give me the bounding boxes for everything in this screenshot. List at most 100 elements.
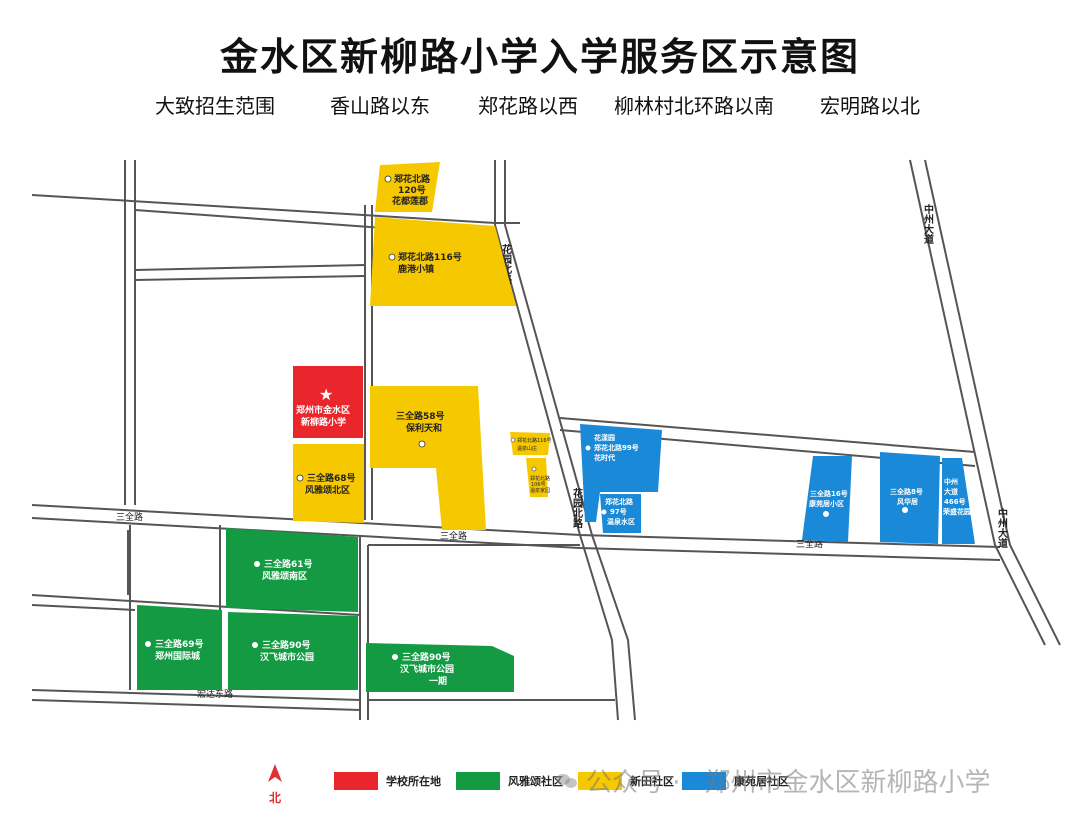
plot-huadu-lianjun <box>375 162 440 212</box>
plot-label: 汉飞城市公园 <box>400 663 454 675</box>
plot-label: 保利天和 <box>405 422 442 434</box>
plot-label: 温泉水区 <box>607 517 635 526</box>
legend-label-fengyasong: 风雅颂社区 <box>508 775 563 788</box>
plot-zhengzhou-guojicheng <box>137 605 222 690</box>
school-plot: ★ 郑州市金水区 新柳路小学 <box>293 366 363 438</box>
road-label-hongda: 宏达东路 <box>197 688 233 700</box>
plot-hua-shidai <box>580 424 662 522</box>
plot-label: 三全路58号 <box>396 410 445 422</box>
plot-label: 三全路90号 <box>262 639 311 651</box>
plot-marker <box>531 466 537 472</box>
watermark-name: 郑州市金水区新柳路小学 <box>704 768 991 798</box>
map-title: 金水区新柳路小学入学服务区示意图 <box>219 34 860 79</box>
school-name-line2: 新柳路小学 <box>301 416 346 428</box>
plot-label: 三全路8号 <box>890 487 923 496</box>
plot-label: 花都莲郡 <box>392 195 428 207</box>
plot-label: 三全路68号 <box>307 472 356 484</box>
north-arrow: 北 <box>264 764 286 806</box>
plot-marker <box>823 511 829 517</box>
road-network <box>31 159 1061 721</box>
plot-marker <box>296 474 304 482</box>
plot-marker <box>388 253 396 261</box>
plot-marker <box>254 561 260 567</box>
north-arrow-icon <box>268 764 282 782</box>
plot-label: 温泉山庄 <box>517 445 537 452</box>
plot-label: 中州 <box>944 477 958 486</box>
legend-swatch-kangbang <box>682 772 726 790</box>
road-labels: 三全路 三全路 三全路 宏达东路 花园北路 花园北路 中州大道 中州大道 <box>116 203 1009 700</box>
plot-label: 466号 <box>944 497 966 506</box>
plot-label: 一期 <box>429 675 447 687</box>
scope-south: 柳林村北环路以南 <box>614 94 774 118</box>
scope-east: 香山路以东 <box>330 94 430 118</box>
plot-marker <box>145 641 151 647</box>
plot-label: 三全路16号 <box>810 489 848 498</box>
legend-label-xintian: 新田社区 <box>630 775 674 788</box>
legend-item-school: 学校所在地 <box>334 772 441 790</box>
plot-marker <box>252 642 258 648</box>
plot-baoli-tianhe <box>370 386 486 530</box>
plot-label: 大道 <box>944 487 958 496</box>
plot-label: 三全路61号 <box>264 558 313 570</box>
north-label: 北 <box>268 791 281 805</box>
scope-label: 大致招生范围 <box>155 94 275 118</box>
plot-hanfei-park <box>228 612 358 690</box>
plot-kangyuanju <box>802 456 852 542</box>
school-block <box>293 366 363 438</box>
fengyasong-plots: 三全路61号 风雅颂南区 三全路69号 郑州国际城 三全路90号 汉飞城市公园 … <box>137 528 514 692</box>
plot-label: 郑花北路 <box>394 173 431 185</box>
legend: 学校所在地 风雅颂社区 新田社区 康苑居社区 <box>0 760 1080 810</box>
plot-wenquan-shuiqu <box>600 494 641 533</box>
plot-label: 风华居 <box>897 497 918 506</box>
watermark: 公众号 · 郑州市金水区新柳路小学 <box>556 762 991 799</box>
xintian-plots: 郑花北路 120号 花都莲郡 郑花北路116号 鹿港小镇 三全路58号 保利天和… <box>293 162 552 530</box>
road-label-sanquan-west: 三全路 <box>116 511 143 523</box>
plot-label: 花漾园 <box>594 433 615 442</box>
plot-label: 郑花北路99号 <box>594 443 639 452</box>
scope-west: 郑花路以西 <box>478 94 578 118</box>
plot-label: 风雅颂南区 <box>262 570 307 582</box>
legend-label-kangbang: 康苑居社区 <box>734 775 789 788</box>
plot-fengyasong-north <box>293 444 364 523</box>
legend-item-fengyasong: 风雅颂社区 <box>456 772 563 790</box>
school-name-line1: 郑州市金水区 <box>296 404 350 416</box>
plot-lugang-xiaozhen <box>370 217 516 306</box>
plot-label: 三全路69号 <box>155 638 204 650</box>
plot-hanfei-park-phase1 <box>366 643 514 692</box>
plot-label: 风雅颂北区 <box>305 484 350 496</box>
kangbang-plots: 花漾园 郑花北路99号 花时代 郑花北路 97号 温泉水区 三全路16号 康苑居… <box>580 424 975 544</box>
legend-label-school: 学校所在地 <box>386 775 441 788</box>
plot-wenquan-jiayuan <box>526 458 548 497</box>
legend-item-xintian: 新田社区 <box>578 772 674 790</box>
plot-label: 郑花北路116号 <box>398 251 462 263</box>
watermark-account: 公众号 · <box>586 768 681 798</box>
plot-label: 花时代 <box>594 453 615 462</box>
plot-label: 荣盛花园 <box>942 507 971 516</box>
plot-marker <box>902 507 908 513</box>
road-label-sanquan-east: 三全路 <box>796 538 823 550</box>
road-label-zhongzhou-south: 中州大道 <box>996 507 1009 549</box>
legend-swatch-school <box>334 772 378 790</box>
plot-label: 97号 <box>610 507 627 516</box>
plot-marker <box>585 445 591 451</box>
plot-marker <box>510 437 516 443</box>
road-label-huayuan-south: 花园北路 <box>571 487 583 529</box>
plot-label: 鹿港小镇 <box>397 263 434 275</box>
legend-swatch-xintian <box>578 772 622 790</box>
plot-rongsheng-huayuan <box>942 458 975 544</box>
plot-label: 温泉家园 <box>530 487 550 494</box>
plot-fengyasong-south <box>226 528 358 612</box>
plot-label: 汉飞城市公园 <box>260 651 314 663</box>
plot-label: 康苑居小区 <box>809 499 844 508</box>
plot-wenquan-shanzhuang <box>510 432 550 455</box>
legend-item-kangbang: 康苑居社区 <box>682 772 789 790</box>
legend-swatch-fengyasong <box>456 772 500 790</box>
plot-label: 106号 <box>531 482 546 488</box>
plot-fenghuaju <box>880 452 940 544</box>
scope-north: 宏明路以北 <box>820 94 920 118</box>
plot-marker <box>601 509 607 515</box>
plot-marker <box>418 440 426 448</box>
plot-label: 三全路90号 <box>402 651 451 663</box>
plot-label: 郑州国际城 <box>155 650 200 662</box>
